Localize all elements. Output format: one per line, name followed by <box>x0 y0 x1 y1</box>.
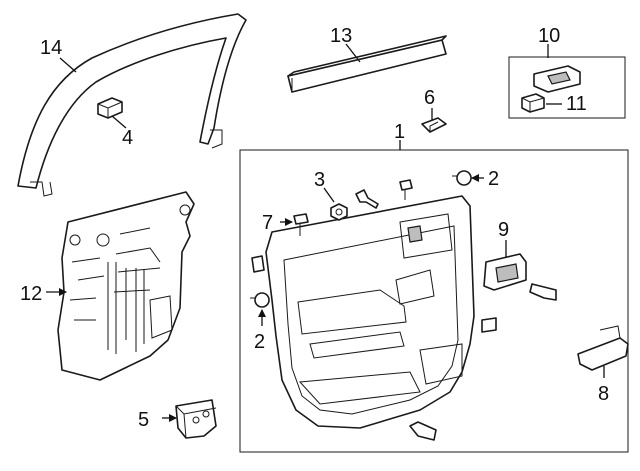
callout-2-upper: 2 <box>488 168 499 190</box>
part-2-pin-upper <box>452 170 472 186</box>
part-9-door-handle <box>483 253 527 291</box>
callout-12: 12 <box>20 283 42 305</box>
bolt-upper <box>399 179 413 200</box>
callout-13: 13 <box>330 25 352 47</box>
part-6-clip <box>421 117 447 133</box>
callout-2-lower: 2 <box>254 331 265 353</box>
part-13-belt-molding <box>287 35 447 93</box>
part-12-inner-panel <box>57 191 195 381</box>
part-10-window-switch <box>533 65 581 93</box>
clip-left <box>251 255 265 273</box>
part-11-switch-bezel <box>521 93 545 113</box>
part-5-bracket <box>175 399 217 439</box>
callout-9: 9 <box>498 219 509 241</box>
callout-labels: 14 4 12 5 13 6 10 11 1 2 3 7 2 9 8 <box>20 25 609 431</box>
callout-4: 4 <box>122 127 133 149</box>
callout-3: 3 <box>314 169 325 191</box>
callout-6: 6 <box>424 87 435 109</box>
part-3-nut <box>330 203 348 221</box>
leader-lines <box>46 43 605 422</box>
part-14-window-molding <box>17 13 247 197</box>
part-4-clip <box>97 97 123 119</box>
callout-8: 8 <box>598 383 609 405</box>
bolt-bottom <box>409 421 437 441</box>
callout-1: 1 <box>394 121 405 143</box>
callout-11: 11 <box>566 93 587 115</box>
clip-right <box>481 317 497 333</box>
part-1-door-trim-panel <box>265 195 475 429</box>
switch-kit-box <box>508 56 626 119</box>
part-7-screw <box>293 213 309 236</box>
screw-center <box>355 189 379 209</box>
callout-10: 10 <box>538 25 560 47</box>
callout-14: 14 <box>40 37 62 59</box>
part-2-pin-lower <box>250 292 270 308</box>
callout-7: 7 <box>262 212 273 234</box>
bolt-right <box>529 283 557 301</box>
door-panel-frame <box>239 149 629 453</box>
part-8-trim-strip <box>577 325 629 371</box>
callout-5: 5 <box>138 409 149 431</box>
